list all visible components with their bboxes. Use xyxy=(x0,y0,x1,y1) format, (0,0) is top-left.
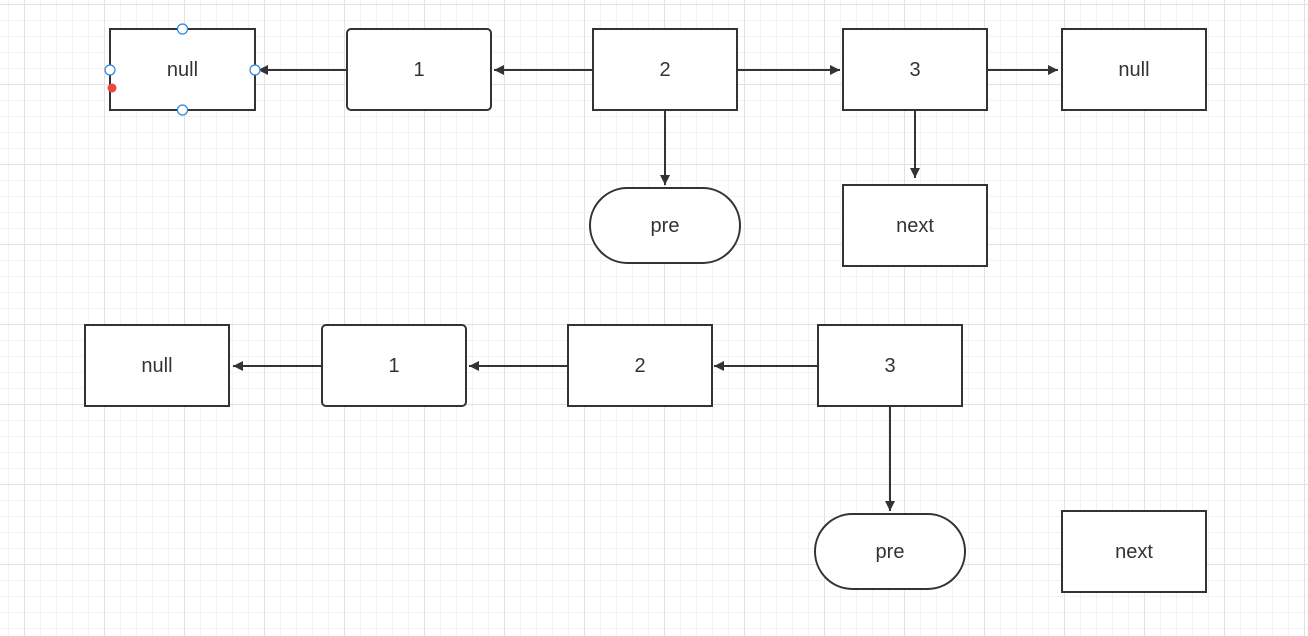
node-top-2-label: 2 xyxy=(659,59,670,81)
node-bottom-2-label: 2 xyxy=(634,355,645,377)
selection-handles[interactable] xyxy=(104,23,261,116)
node-bottom-1-label: 1 xyxy=(388,355,399,377)
node-bottom-3[interactable]: 3 xyxy=(817,324,963,407)
selection-handle-bottom[interactable] xyxy=(176,104,189,116)
node-top-null-right[interactable]: null xyxy=(1061,28,1207,111)
node-bottom-next[interactable]: next xyxy=(1061,510,1207,593)
node-top-3-label: 3 xyxy=(909,59,920,81)
node-top-pre-label: pre xyxy=(651,215,680,237)
node-bottom-3-label: 3 xyxy=(884,355,895,377)
node-top-next[interactable]: next xyxy=(842,184,988,267)
selection-handle-right[interactable] xyxy=(249,64,261,76)
node-bottom-pre[interactable]: pre xyxy=(814,513,966,590)
node-bottom-null-left[interactable]: null xyxy=(84,324,230,407)
node-bottom-pre-label: pre xyxy=(876,541,905,563)
connection-anchor-point[interactable] xyxy=(107,83,117,93)
node-top-next-label: next xyxy=(896,215,934,237)
node-top-null-left-label: null xyxy=(167,59,198,81)
selection-handle-left[interactable] xyxy=(104,64,116,76)
node-top-null-left[interactable]: null xyxy=(109,28,256,111)
node-bottom-null-left-label: null xyxy=(141,355,172,377)
node-top-1[interactable]: 1 xyxy=(346,28,492,111)
node-top-pre[interactable]: pre xyxy=(589,187,741,264)
node-top-2[interactable]: 2 xyxy=(592,28,738,111)
node-top-1-label: 1 xyxy=(413,59,424,81)
selection-handle-top[interactable] xyxy=(176,23,189,35)
node-top-3[interactable]: 3 xyxy=(842,28,988,111)
node-top-null-right-label: null xyxy=(1118,59,1149,81)
node-bottom-1[interactable]: 1 xyxy=(321,324,467,407)
node-bottom-2[interactable]: 2 xyxy=(567,324,713,407)
node-bottom-next-label: next xyxy=(1115,541,1153,563)
